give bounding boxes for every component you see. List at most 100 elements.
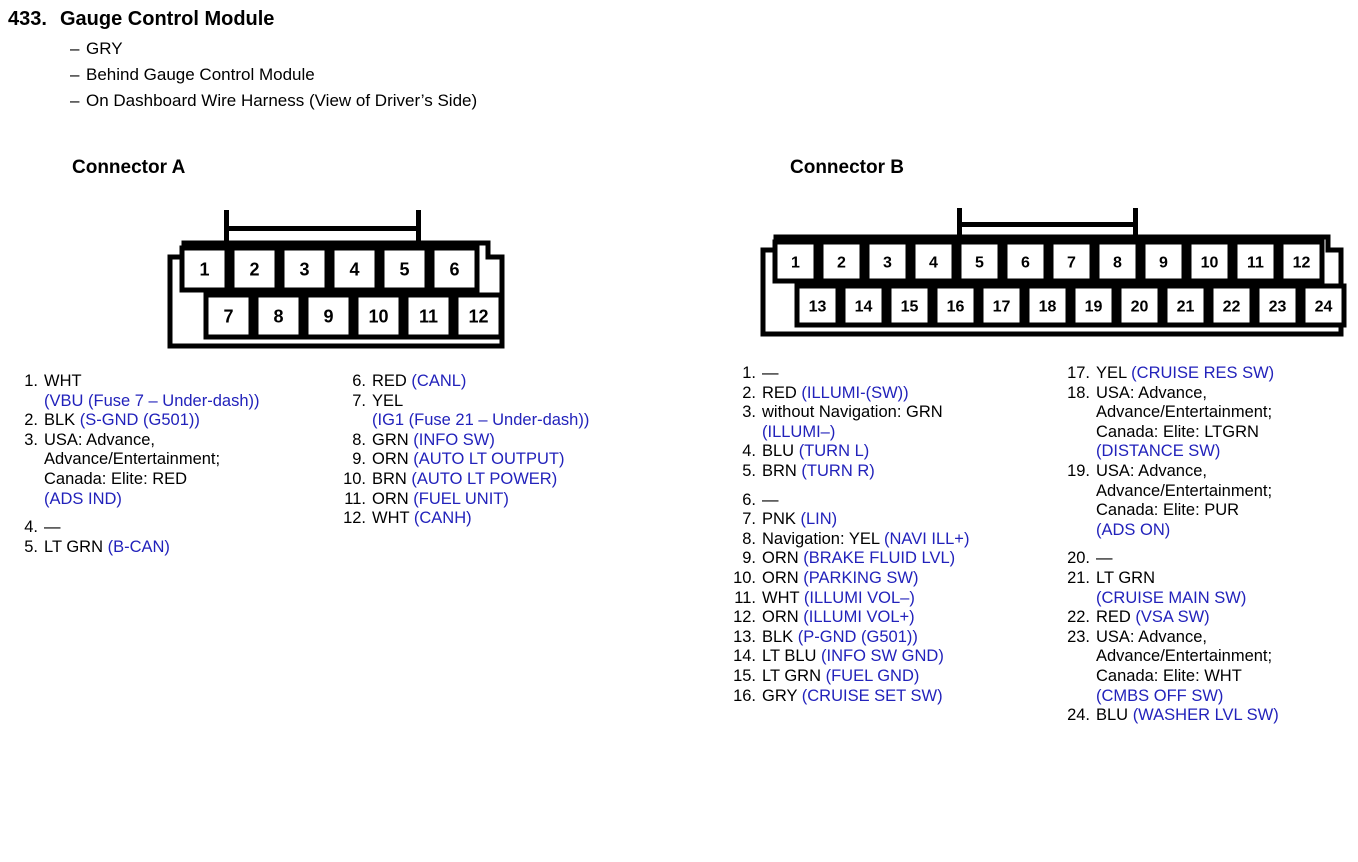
pin-line: (CRUISE MAIN SW) bbox=[1096, 589, 1358, 609]
pin-line: LT BLU (INFO SW GND) bbox=[762, 647, 1056, 667]
pin-line: RED (CANL) bbox=[372, 372, 666, 392]
signal-name: (S-GND (G501)) bbox=[79, 411, 200, 430]
wire-color: GRN bbox=[372, 430, 414, 449]
wire-color: BLK bbox=[762, 627, 798, 646]
pin-description: BLU (TURN L) bbox=[762, 442, 1056, 462]
pin-line: YEL bbox=[372, 392, 666, 412]
pin-line: — bbox=[762, 364, 1056, 384]
pin-line: (CMBS OFF SW) bbox=[1096, 687, 1358, 707]
pin-line: YEL (CRUISE RES SW) bbox=[1096, 364, 1358, 384]
pin-row: 9.ORN (BRAKE FLUID LVL) bbox=[726, 549, 1056, 569]
pin-number: 7. bbox=[742, 510, 756, 529]
wire-color: RED bbox=[762, 383, 802, 402]
wire-color: PNK bbox=[762, 510, 801, 529]
pin-number: 2. bbox=[742, 383, 756, 402]
pin-number: 13. bbox=[733, 627, 756, 646]
pin-number: 4. bbox=[742, 442, 756, 461]
pin-description: BLK (P-GND (G501)) bbox=[762, 628, 1056, 648]
pin-line: ORN (ILLUMI VOL+) bbox=[762, 608, 1056, 628]
svg-text:22: 22 bbox=[1223, 298, 1241, 315]
signal-name: (INFO SW GND) bbox=[821, 647, 944, 666]
pin-line: ORN (PARKING SW) bbox=[762, 569, 1056, 589]
signal-name: (CMBS OFF SW) bbox=[1096, 686, 1224, 705]
pin-line: PNK (LIN) bbox=[762, 510, 1056, 530]
svg-text:6: 6 bbox=[1021, 254, 1030, 271]
pin-description: YEL (CRUISE RES SW) bbox=[1096, 364, 1358, 384]
signal-name: (AUTO LT POWER) bbox=[411, 469, 558, 488]
pin-line: (DISTANCE SW) bbox=[1096, 442, 1358, 462]
pin-list-spacer bbox=[1060, 540, 1358, 549]
signal-name: (IG1 (Fuse 21 – Under-dash)) bbox=[372, 411, 590, 430]
wire-color: RED bbox=[372, 372, 412, 390]
wire-color: USA: Advance, bbox=[1096, 383, 1207, 402]
signal-name: (P-GND (G501)) bbox=[797, 627, 918, 646]
pin-row: 7. PNK (LIN) bbox=[726, 510, 1056, 530]
signal-name: (CRUISE MAIN SW) bbox=[1096, 588, 1247, 607]
signal-name: (ILLUMI VOL+) bbox=[803, 608, 915, 627]
pin-line: ORN (FUEL UNIT) bbox=[372, 490, 666, 510]
pin-line: Canada: Elite: PUR bbox=[1096, 501, 1358, 521]
pin-line: without Navigation: GRN bbox=[762, 403, 1056, 423]
pin-row: 5.BRN (TURN R) bbox=[726, 462, 1056, 482]
pin-description: ORN (AUTO LT OUTPUT) bbox=[372, 450, 666, 470]
pin-line: BLK (P-GND (G501)) bbox=[762, 628, 1056, 648]
pin-line: Advance/Entertainment; bbox=[44, 450, 336, 470]
signal-name: (ADS ON) bbox=[1096, 520, 1171, 539]
pin-description: — bbox=[762, 491, 1056, 511]
pin-line: Canada: Elite: LTGRN bbox=[1096, 423, 1358, 443]
connector-b-heading: Connector B bbox=[790, 157, 904, 178]
pin-description: YEL(IG1 (Fuse 21 – Under-dash)) bbox=[372, 392, 666, 431]
pin-number: 23. bbox=[1067, 627, 1090, 646]
pin-number: 4. bbox=[24, 518, 38, 537]
pin-number: 8. bbox=[742, 529, 756, 548]
svg-text:6: 6 bbox=[449, 259, 459, 279]
svg-text:2: 2 bbox=[837, 254, 846, 271]
pin-row: 20.— bbox=[1060, 549, 1358, 569]
wire-color: Canada: Elite: RED bbox=[44, 469, 188, 488]
signal-name: (LIN) bbox=[800, 510, 838, 529]
svg-text:24: 24 bbox=[1315, 298, 1333, 315]
pin-number: 14. bbox=[733, 647, 756, 666]
signal-name: (BRAKE FLUID LVL) bbox=[803, 549, 956, 568]
pin-number: 15. bbox=[733, 666, 756, 685]
pin-number: 11. bbox=[344, 489, 366, 508]
pin-line: BLK (S-GND (G501)) bbox=[44, 411, 336, 431]
wire-color: Advance/Entertainment; bbox=[1096, 403, 1273, 422]
svg-text:10: 10 bbox=[368, 306, 388, 326]
pin-line: RED (ILLUMI-(SW)) bbox=[762, 384, 1056, 404]
header-bullet-1: –Behind Gauge Control Module bbox=[70, 62, 908, 88]
pin-row: 4. BLU (TURN L) bbox=[726, 442, 1056, 462]
pin-number: 16. bbox=[733, 686, 756, 705]
wire-color: Advance/Entertainment; bbox=[1096, 481, 1273, 500]
svg-text:23: 23 bbox=[1269, 298, 1287, 315]
signal-name: (FUEL GND) bbox=[825, 666, 920, 685]
pin-description: without Navigation: GRN(ILLUMI–) bbox=[762, 403, 1056, 442]
pin-line: WHT (ILLUMI VOL–) bbox=[762, 589, 1056, 609]
pin-number: 10. bbox=[343, 469, 366, 488]
wire-color: LT GRN bbox=[762, 666, 826, 685]
connector-a-heading: Connector A bbox=[72, 157, 186, 178]
svg-text:21: 21 bbox=[1177, 298, 1195, 315]
bullet-dash: – bbox=[70, 65, 80, 84]
pin-number: 21. bbox=[1067, 568, 1090, 587]
header-bullet-2: –On Dashboard Wire Harness (View of Driv… bbox=[70, 88, 908, 114]
pin-number: 6. bbox=[352, 372, 366, 390]
pin-line: WHT (CANH) bbox=[372, 509, 666, 529]
signal-name: (B-CAN) bbox=[107, 537, 170, 556]
pin-row: 4.— bbox=[16, 518, 336, 538]
svg-text:18: 18 bbox=[1039, 298, 1057, 315]
wire-color: RED bbox=[1096, 608, 1136, 627]
svg-text:9: 9 bbox=[323, 306, 333, 326]
wire-color: LT GRN bbox=[44, 537, 108, 556]
svg-text:2: 2 bbox=[249, 259, 259, 279]
wire-color: ORN bbox=[762, 549, 804, 568]
signal-name: (ADS IND) bbox=[44, 489, 122, 508]
pin-number: 12. bbox=[733, 608, 756, 627]
svg-text:5: 5 bbox=[399, 259, 409, 279]
pin-description: BLU (WASHER LVL SW) bbox=[1096, 706, 1358, 726]
pin-line: LT GRN (B-CAN) bbox=[44, 538, 336, 558]
svg-text:7: 7 bbox=[1067, 254, 1076, 271]
pin-row: 18.USA: Advance,Advance/Entertainment;Ca… bbox=[1060, 384, 1358, 462]
page-title: 433. Gauge Control Module bbox=[8, 6, 908, 32]
header-bullets: –GRY –Behind Gauge Control Module –On Da… bbox=[8, 36, 908, 114]
